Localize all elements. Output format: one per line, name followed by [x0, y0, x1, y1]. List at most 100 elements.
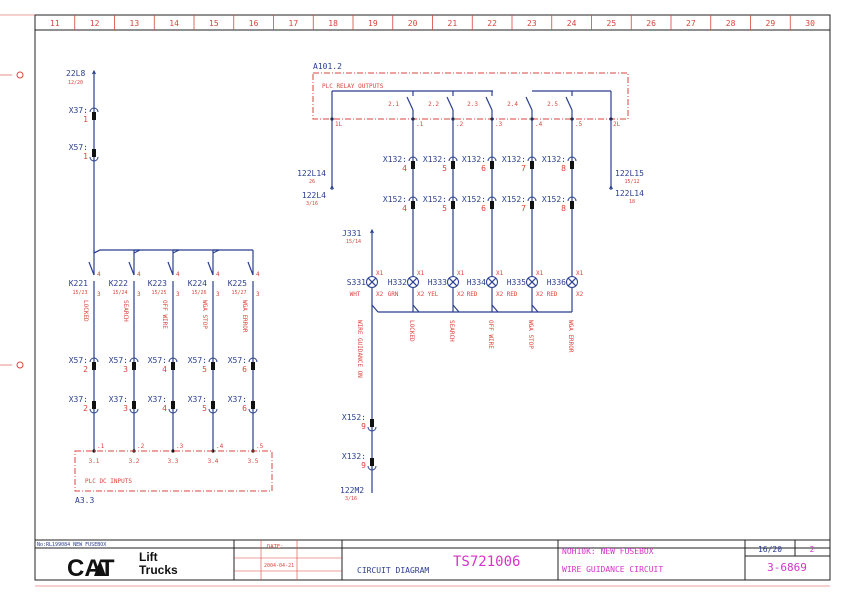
terminal-label: X37:	[228, 395, 247, 404]
column-number: 25	[607, 19, 617, 28]
terminal-socket-icon	[89, 357, 99, 363]
lamp-pin-x1: X1	[536, 270, 544, 277]
terminal-label: X152:	[502, 195, 526, 204]
xref-ref: 15/12	[624, 179, 639, 185]
terminal-label: X152:	[342, 413, 366, 422]
terminal-number: 4	[402, 204, 407, 213]
xref-ref: 26	[309, 179, 315, 185]
relay-contact	[128, 261, 135, 276]
terminal-plug	[211, 362, 215, 370]
lamp-function: OFF WIRE	[487, 320, 494, 349]
xref-label: 122L4	[302, 191, 326, 200]
terminal-plug	[251, 401, 255, 409]
terminal-number: 2	[83, 365, 88, 374]
logo-trucks: Trucks	[139, 563, 178, 577]
contact-pin-top: 4	[97, 271, 101, 278]
column-number: 20	[408, 19, 418, 28]
relay-output-contact	[525, 96, 533, 111]
junction-dot	[171, 449, 175, 453]
relay-function: SEARCH	[122, 300, 129, 322]
column-number: 12	[90, 19, 100, 28]
terminal-number: 1	[83, 152, 88, 161]
terminal-socket-icon	[89, 156, 99, 162]
relay-label: K223	[148, 279, 167, 288]
terminal-plug	[211, 401, 215, 409]
terminal-plug	[570, 161, 574, 169]
plc-relay-outputs-box	[312, 72, 629, 120]
column-number: 29	[766, 19, 776, 28]
lamp-function: SEARCH	[448, 320, 455, 342]
terminal-number: 1	[83, 115, 88, 124]
terminal-socket-icon	[129, 357, 139, 363]
logo-lift: Lift	[139, 550, 158, 564]
terminal-label: X57:	[69, 143, 88, 152]
terminal-number: 6	[242, 365, 247, 374]
wire	[531, 304, 539, 313]
terminal-label: X152:	[542, 195, 566, 204]
contact-pin-bottom: 3	[256, 291, 260, 298]
terminal-socket-icon	[129, 408, 139, 414]
contact-pin-bottom: 3	[176, 291, 180, 298]
column-number: 14	[169, 19, 179, 28]
plc-input-label: 3.2	[129, 458, 140, 465]
document-type: CIRCUIT DIAGRAM	[357, 566, 429, 575]
terminal-number: 3	[123, 404, 128, 413]
lamp-cross	[367, 277, 377, 287]
contact-pin-top: 4	[216, 271, 220, 278]
column-number: 15	[209, 19, 219, 28]
relay-function: LOCKED	[82, 300, 89, 322]
terminal-number: 4	[402, 164, 407, 173]
lamp-pin-x2: X2	[417, 291, 425, 298]
date-value: 2004-04-21	[264, 563, 294, 569]
drawing-number: 3-6869	[767, 561, 807, 574]
terminal-label: X132:	[383, 155, 407, 164]
plc-output-pin: .3	[495, 121, 503, 128]
terminal-label: X37:	[109, 395, 128, 404]
relay-output-contact	[446, 96, 454, 111]
terminal-label: X132:	[542, 155, 566, 164]
contact-label: 2.2	[428, 101, 439, 108]
lamp-function: WGA STOP	[527, 320, 534, 349]
terminal-socket-icon	[248, 408, 258, 414]
terminal-number: 5	[202, 404, 207, 413]
document-number: TS721006	[453, 554, 520, 570]
wire	[452, 304, 460, 313]
lamp-function: LOCKED	[408, 320, 415, 342]
terminal-socket-icon	[448, 196, 458, 202]
column-number: 27	[686, 19, 696, 28]
drawing-title-1: NOH10K: NEW FUSEBOX	[562, 547, 654, 556]
relay-label: K225	[228, 279, 247, 288]
terminal-number: 9	[361, 422, 366, 431]
source-ref: 15/14	[346, 239, 361, 245]
terminal-plug	[411, 161, 415, 169]
relay-ref: 15/27	[231, 290, 246, 296]
contact-label: 2.3	[467, 101, 478, 108]
terminal-socket-icon	[408, 156, 418, 162]
lamp-label: H333	[428, 278, 447, 287]
lamp-label: H334	[467, 278, 486, 287]
lamp-cross	[448, 277, 458, 287]
lamp-color: WHT	[350, 291, 361, 298]
terminal-number: 8	[561, 204, 566, 213]
contact-pin-bottom: 3	[97, 291, 101, 298]
terminal-plug	[92, 401, 96, 409]
relay-label: K221	[69, 279, 88, 288]
terminal-plug	[370, 458, 374, 466]
terminal-label: X132:	[462, 155, 486, 164]
plc-input-label: 3.4	[208, 458, 219, 465]
terminal-number: 4	[162, 365, 167, 374]
terminal-label: X57:	[188, 356, 207, 365]
relay-output-contact	[485, 96, 493, 111]
punch-hole-icon	[16, 361, 24, 369]
lamp-pin-x1: X1	[376, 270, 384, 277]
column-number: 30	[805, 19, 815, 28]
punch-hole-icon	[16, 71, 24, 79]
terminal-plug	[132, 401, 136, 409]
lamp-pin-x2: X2	[376, 291, 384, 298]
terminal-plug	[451, 161, 455, 169]
terminal-socket-icon	[567, 196, 577, 202]
terminal-socket-icon	[248, 357, 258, 363]
relay-ref: 15/26	[191, 290, 206, 296]
dest-ref: 3/16	[345, 496, 357, 502]
source-ref: 12/20	[68, 80, 83, 86]
